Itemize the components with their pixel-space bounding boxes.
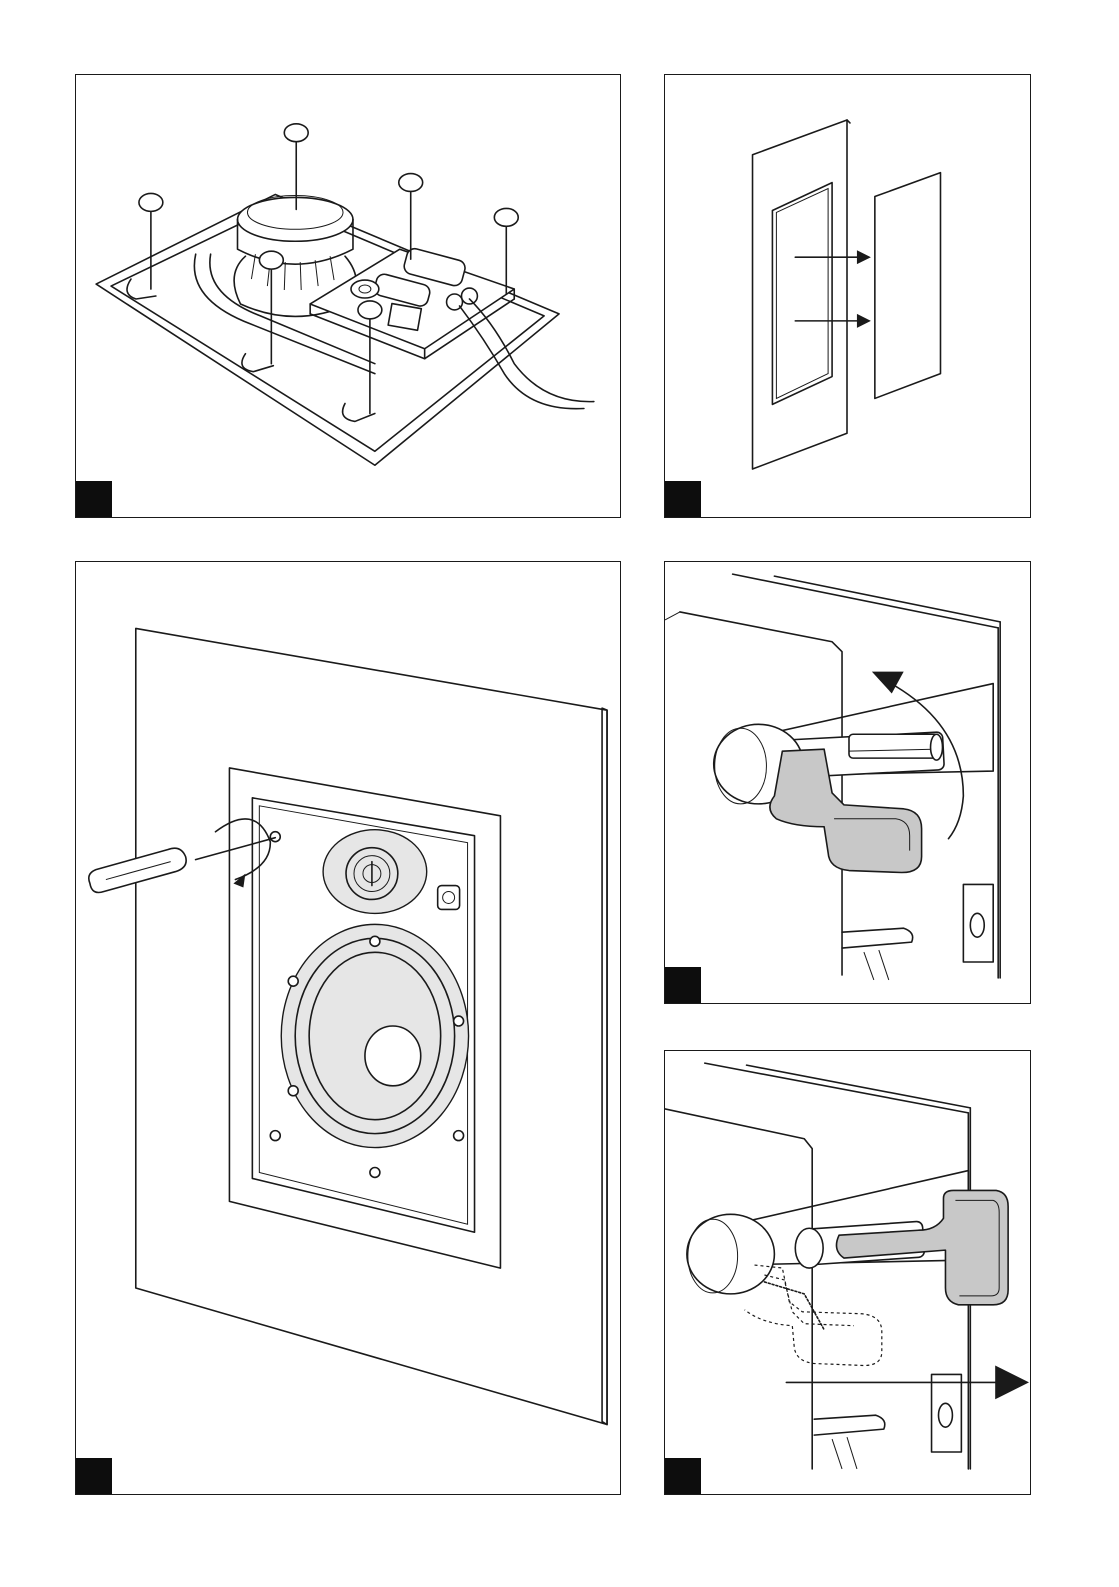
grille-illustration (665, 75, 1030, 517)
figure-panel-speaker-rear (75, 74, 621, 518)
figure-marker (665, 967, 701, 1003)
figure-marker (665, 1458, 701, 1494)
figure-panel-clamp-rotate (664, 561, 1031, 1004)
installed-speaker-illustration (76, 562, 620, 1494)
figure-marker (76, 481, 112, 517)
figure-marker (76, 1458, 112, 1494)
figure-marker (665, 481, 701, 517)
clamp-tighten-illustration (665, 1051, 1030, 1494)
speaker-rear-illustration (76, 75, 620, 517)
figure-panel-installed (75, 561, 621, 1495)
figure-panel-clamp-tighten (664, 1050, 1031, 1495)
clamp-rotate-illustration (665, 562, 1030, 1003)
figure-panel-grille (664, 74, 1031, 518)
